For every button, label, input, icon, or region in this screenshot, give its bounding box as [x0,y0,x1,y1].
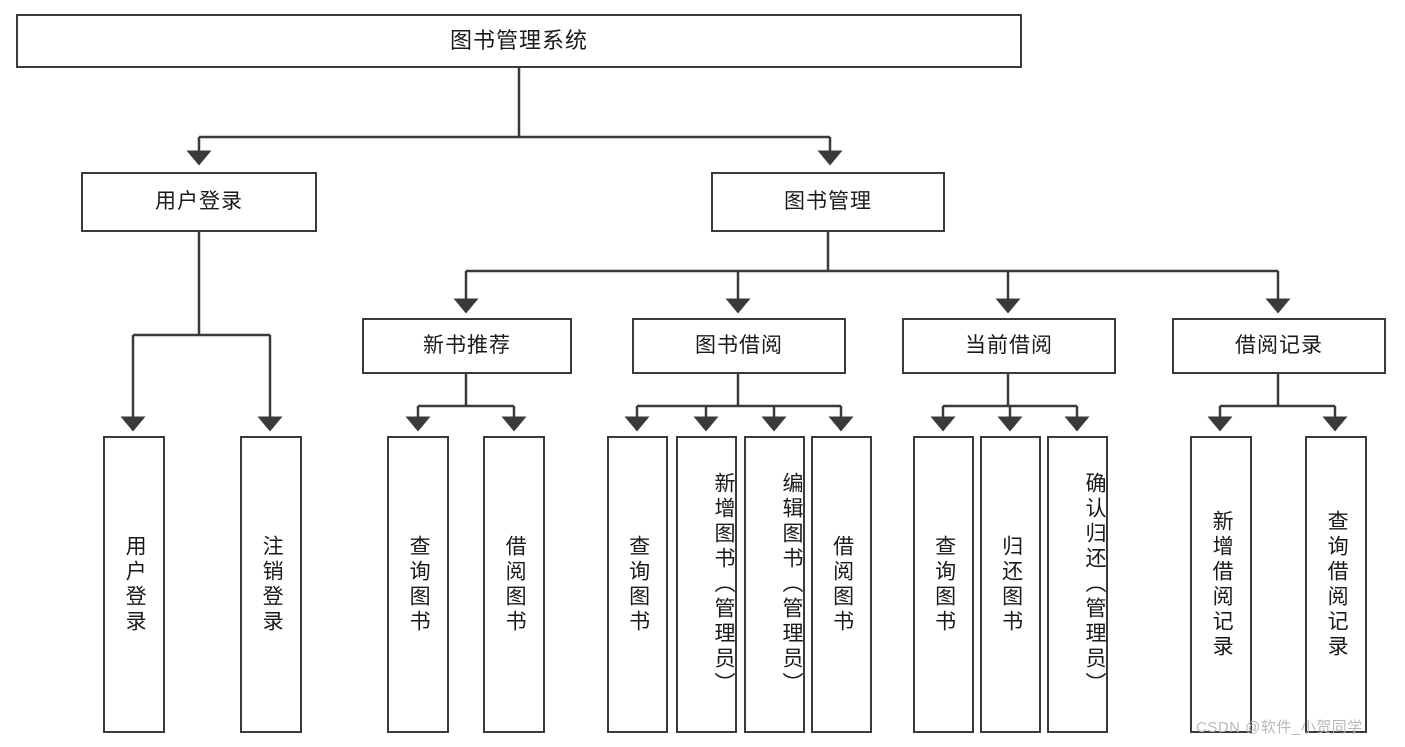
leaf-borrow-add-book[interactable]: 新增图书（管理员） [676,436,737,733]
leaf-current-return-book[interactable]: 归还图书 [980,436,1041,733]
node-label: 新增图书（管理员） [712,472,735,697]
node-label: 图书管理系统 [449,27,588,53]
node-book-borrow[interactable]: 图书借阅 [632,318,846,374]
leaf-borrow-edit-book[interactable]: 编辑图书（管理员） [744,436,805,733]
leaf-borrow-borrow-book[interactable]: 借阅图书 [811,436,872,733]
node-label: 图书管理 [784,190,872,214]
node-label: 借阅记录 [1235,334,1323,358]
node-root-system[interactable]: 图书管理系统 [16,14,1022,68]
node-label: 借阅图书 [503,534,527,635]
node-label: 确认归还（管理员） [1083,472,1106,697]
node-label: 编辑图书（管理员） [780,472,803,697]
node-current-borrow[interactable]: 当前借阅 [902,318,1116,374]
node-label: 用户登录 [155,190,243,214]
node-label: 新增借阅记录 [1210,509,1234,660]
leaf-record-add-record[interactable]: 新增借阅记录 [1190,436,1252,733]
leaf-borrow-query-book[interactable]: 查询图书 [607,436,668,733]
node-label: 当前借阅 [965,334,1053,358]
leaf-current-query-book[interactable]: 查询图书 [913,436,974,733]
leaf-user-login-login[interactable]: 用户登录 [103,436,165,733]
node-label: 用户登录 [123,534,147,635]
node-label: 借阅图书 [830,534,854,635]
node-label: 图书借阅 [695,334,783,358]
node-label: 查询图书 [407,534,431,635]
node-label: 查询图书 [932,534,956,635]
leaf-current-confirm-return[interactable]: 确认归还（管理员） [1047,436,1108,733]
node-label: 归还图书 [999,534,1023,635]
node-label: 查询借阅记录 [1325,509,1349,660]
node-book-management[interactable]: 图书管理 [711,172,945,232]
leaf-new-book-query[interactable]: 查询图书 [387,436,449,733]
leaf-user-login-logout[interactable]: 注销登录 [240,436,302,733]
node-borrow-record[interactable]: 借阅记录 [1172,318,1386,374]
node-new-book-recommend[interactable]: 新书推荐 [362,318,572,374]
node-user-login[interactable]: 用户登录 [81,172,317,232]
csdn-watermark: CSDN @软件_小贺同学 [1196,719,1363,736]
node-label: 查询图书 [626,534,650,635]
node-label: 新书推荐 [423,334,511,358]
leaf-record-query-record[interactable]: 查询借阅记录 [1305,436,1367,733]
node-label: 注销登录 [260,534,284,635]
leaf-new-book-borrow[interactable]: 借阅图书 [483,436,545,733]
